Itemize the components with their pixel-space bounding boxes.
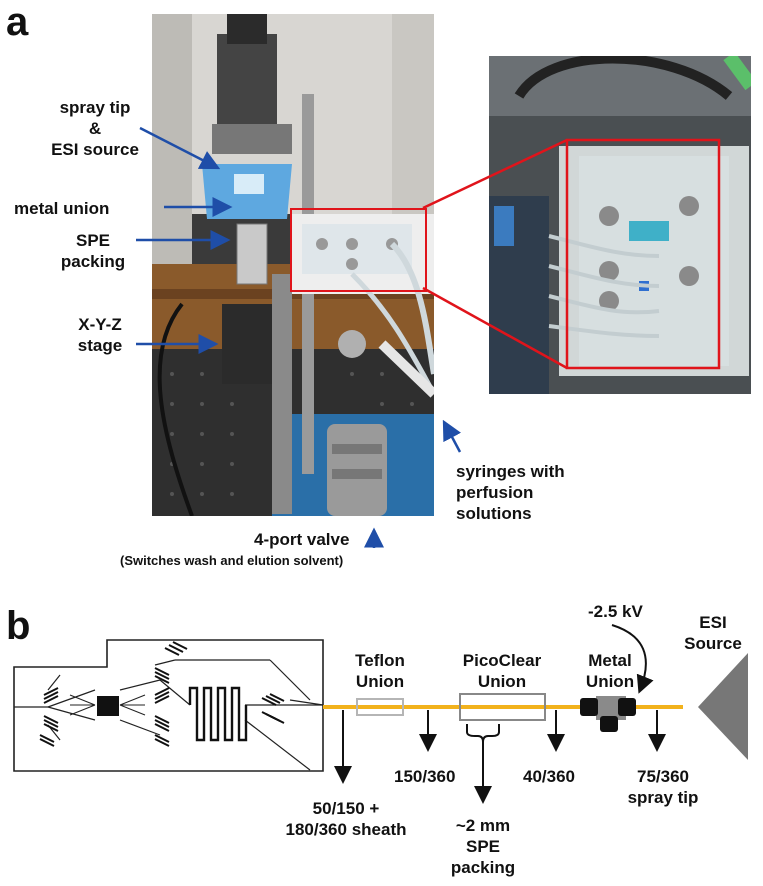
picoclear-union [459,693,546,721]
label-metal-union: metal union [14,199,110,218]
label-spray-tip-esi-source: spray tip & ESI source [40,97,150,160]
label-stage: stage [77,336,123,355]
esi-source-cone [698,653,748,760]
label-metal: Metal [588,651,632,670]
label-esi-source: ESI source [51,140,139,159]
label-4-port-valve: 4-port valve [254,530,350,549]
label-2mm: ~2 mm [455,816,511,835]
chip-highlight-box [290,208,427,292]
label-syringes-line1: syringes with [456,462,565,481]
label-ampersand: & [88,119,102,138]
label-teflon: Teflon [355,651,405,670]
label-xyz-stage: X-Y-Z stage [64,314,136,356]
label-esi: ESI [699,613,727,632]
label-180-360-sheath: 180/360 sheath [285,820,407,839]
label-syringes: syringes with perfusion solutions [456,461,565,524]
label-spe-b: SPE [465,837,501,856]
main-setup-photo [152,14,434,516]
valve-coil [43,715,59,732]
label-75-360: 75/360 [637,767,689,786]
label-75-360-spray-tip: 75/360 spray tip [618,766,708,808]
label-valve-note: (Switches wash and elution solvent) [120,553,344,568]
label-xyz: X-Y-Z [78,315,122,334]
valve-coil [261,693,285,706]
valve-coil [154,687,170,704]
metal-union [580,696,636,732]
label-teflon-union-word: Union [355,672,405,691]
valve-coil [164,641,188,656]
label-metal-union-b: Metal Union [570,650,650,692]
valve-coil [261,711,285,724]
label-teflon-union: Teflon Union [338,650,422,692]
label-picoclear-union: PicoClear Union [450,650,554,692]
label-50-150-sheath: 50/150 + 180/360 sheath [276,798,416,840]
label-spray-tip-b: spray tip [627,788,699,807]
label-syringes-line2: perfusion [456,483,534,502]
panel-b-letter: b [6,604,31,648]
valve-coil [43,687,59,704]
spe-packing-brace [466,724,500,743]
label-150-360: 150/360 [394,767,456,786]
label-40-360: 40/360 [523,767,575,786]
valve-coil [154,734,170,747]
panel-a-letter: a [6,0,29,44]
label-esi-source-b: ESI Source [675,612,751,654]
label-picoclear: PicoClear [462,651,542,670]
chip-mixer-block [97,696,119,716]
label-voltage: -2.5 kV [588,602,643,621]
label-source: Source [684,634,742,653]
chip-serpentine-channel [188,686,248,742]
label-packing-b: packing [450,858,516,877]
label-packing: packing [60,252,126,271]
label-spe: SPE [75,231,111,250]
chip-closeup-photo [489,56,751,394]
valve-coil [39,734,55,747]
teflon-union [356,698,404,716]
label-spe-packing-b: ~2 mm SPE packing [436,815,530,878]
label-spe-packing: SPE packing [48,230,138,272]
label-picoclear-union-word: Union [477,672,527,691]
valve-coil [154,715,170,732]
valve-coil [154,667,170,684]
label-spray-tip: spray tip [59,98,131,117]
label-metal-union-word: Union [585,672,635,691]
label-50-150: 50/150 + [312,799,380,818]
label-syringes-line3: solutions [456,504,532,523]
